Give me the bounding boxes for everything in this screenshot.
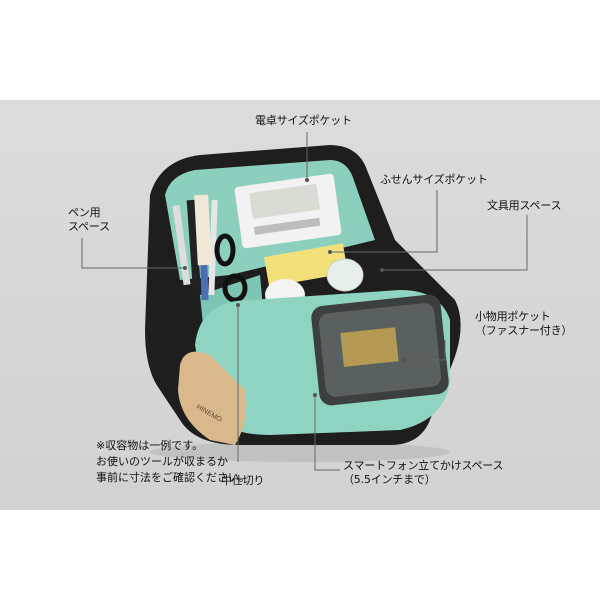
contents-note: ※収容物は一例です。 お使いのツールが収まるか 事前に寸法をご確認ください。 [96, 438, 250, 486]
small-item-pocket-label-line2: （ファスナー付き） [475, 324, 573, 337]
sticky-note-pocket-label: ふせんサイズポケット [380, 173, 488, 186]
contents-note-line2: お使いのツールが収まるか [96, 455, 228, 468]
pen-space-label-line2: スペース [68, 220, 110, 233]
stationery-space-label: 文具用スペース [487, 199, 562, 212]
small-item-pocket-label-line1: 小物用ポケット [475, 310, 551, 323]
contents-note-line3: 事前に寸法をご確認ください。 [96, 471, 250, 484]
brand-tag [178, 351, 247, 445]
bag-shadow [150, 442, 450, 462]
smartphone-stand-label-line2: （5.5インチまで） [343, 473, 436, 486]
leader-pen [81, 238, 185, 269]
mesh-pocket [311, 294, 449, 406]
pen-space-label-line1: ペン用 [68, 206, 101, 219]
calculator [234, 173, 342, 249]
pens [172, 194, 218, 301]
smartphone-stand-label: スマートフォン立てかけスペース （5.5インチまで） [343, 459, 504, 487]
small-item-pocket-label: 小物用ポケット （ファスナー付き） [475, 310, 572, 338]
contents-note-line1: ※収容物は一例です。 [96, 439, 204, 452]
scissors [214, 233, 248, 303]
leader-dots [183, 178, 407, 397]
leader-stationery [382, 215, 528, 271]
calculator-pocket-label: 電卓サイズポケット [255, 114, 352, 127]
leader-sticky [330, 190, 438, 253]
divider-label: 中仕切り [221, 474, 265, 487]
leader-lines [81, 132, 528, 471]
leader-smartphone [314, 395, 340, 471]
smartphone-stand-label-line1: スマートフォン立てかけスペース [343, 459, 504, 472]
leader-small-pocket [405, 340, 446, 361]
pen-space-label: ペン用 スペース [68, 206, 110, 234]
tape-roll [326, 258, 364, 292]
